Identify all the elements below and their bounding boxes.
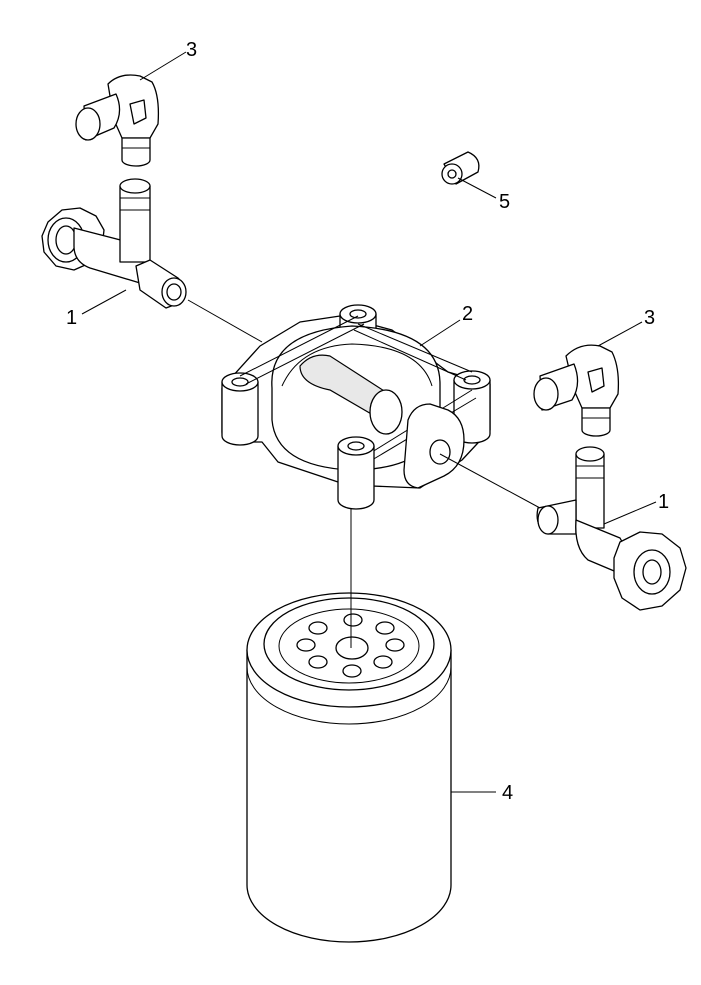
callout-3-right: 3: [644, 307, 655, 329]
valve-right: [536, 446, 687, 611]
callout-5: 5: [499, 191, 510, 213]
leader-1-right: [603, 501, 657, 525]
callout-1-right: 1: [658, 491, 669, 513]
callout-3-left: 3: [186, 39, 197, 61]
leader-2: [419, 319, 461, 347]
filter-cartridge: [246, 592, 452, 943]
right-port-line: [439, 453, 541, 509]
elbow-left: [75, 74, 160, 167]
leader-1-left: [81, 289, 127, 315]
leader-5: [457, 177, 497, 199]
leader-3-right: [597, 321, 643, 347]
elbow-right: [533, 344, 620, 437]
filter-head: [221, 304, 491, 510]
callout-1-left: 1: [66, 307, 77, 329]
callout-4: 4: [502, 782, 513, 804]
leader-3-left: [139, 51, 187, 81]
valve-left: [41, 178, 187, 309]
callout-2: 2: [462, 303, 473, 325]
plug: [441, 151, 480, 185]
left-port-line: [187, 299, 263, 343]
